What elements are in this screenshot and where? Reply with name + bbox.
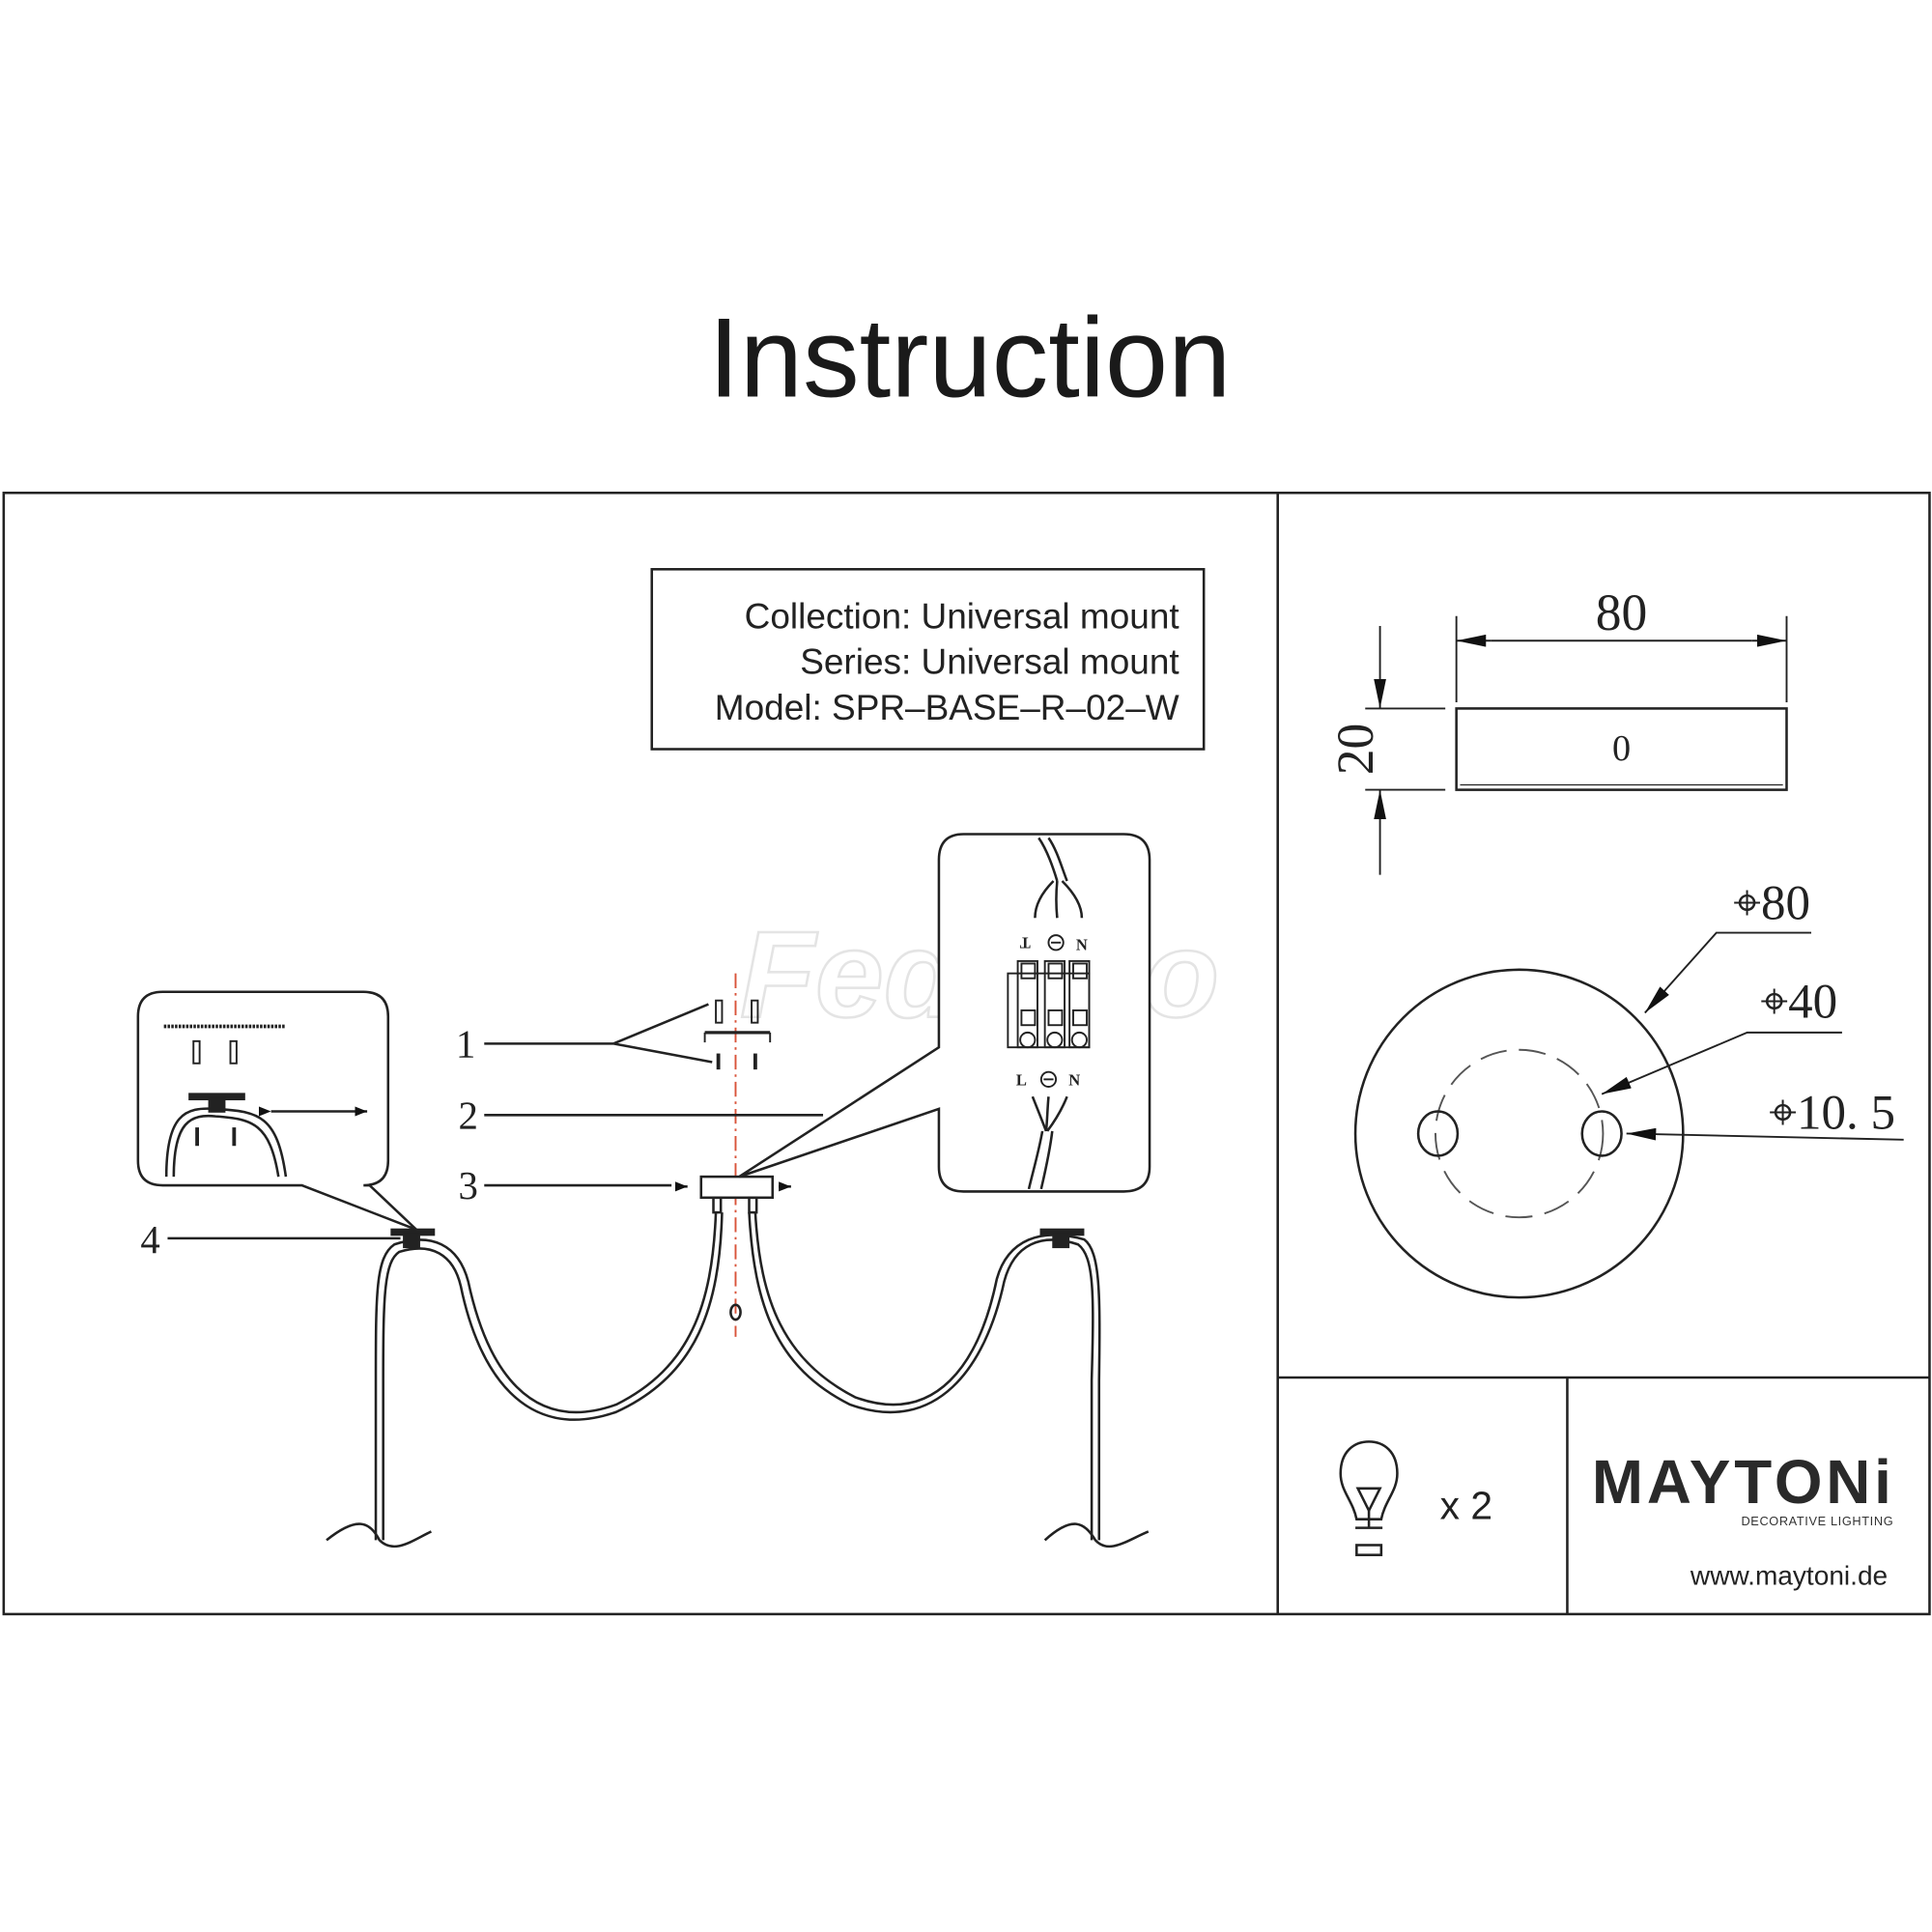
callout-3: 3 [458, 1164, 477, 1208]
collection-text: Collection: Universal mount [745, 597, 1179, 637]
hole-diameter: ⌖10. 5 [1769, 1086, 1895, 1140]
page-title: Instruction [708, 295, 1231, 421]
brand-tagline: DECORATIVE LIGHTING [1741, 1514, 1893, 1528]
screws-icon [703, 999, 772, 1070]
info-box: Collection: Universal mount Series: Univ… [650, 568, 1206, 751]
model-text: Model: SPR–BASE–R–02–W [715, 688, 1179, 727]
svg-text:T: T [1020, 934, 1031, 952]
side-view-dimensions [1365, 615, 1788, 875]
top-view [1353, 931, 1904, 1299]
width-dimension: 80 [1596, 583, 1648, 641]
callout-2: 2 [458, 1094, 477, 1137]
installation-diagram [136, 833, 1151, 1548]
callout-4: 4 [140, 1218, 159, 1262]
canopy [699, 1175, 775, 1200]
bulb-count: x 2 [1440, 1484, 1492, 1528]
frame [2, 491, 1931, 1616]
series-text: Series: Universal mount [800, 642, 1179, 682]
svg-text:N: N [1068, 1071, 1080, 1090]
svg-text:L: L [1016, 1071, 1027, 1090]
inner-dimension: 0 [1612, 728, 1631, 769]
bulb-icon [1339, 1440, 1399, 1556]
svg-text:N: N [1076, 935, 1088, 953]
mid-diameter: ⌖40 [1760, 976, 1837, 1030]
callout-1: 1 [456, 1022, 475, 1065]
callout-numbers: 1 2 3 4 [140, 1022, 477, 1262]
outer-diameter: ⌖80 [1733, 877, 1810, 931]
brand-logo: MAYTONi [1592, 1447, 1895, 1517]
height-dimension: 20 [1326, 724, 1384, 776]
terminal-labels: T N L N [1016, 934, 1088, 1090]
terminal-block [1007, 959, 1091, 1049]
brand-url: www.maytoni.de [1690, 1560, 1888, 1590]
